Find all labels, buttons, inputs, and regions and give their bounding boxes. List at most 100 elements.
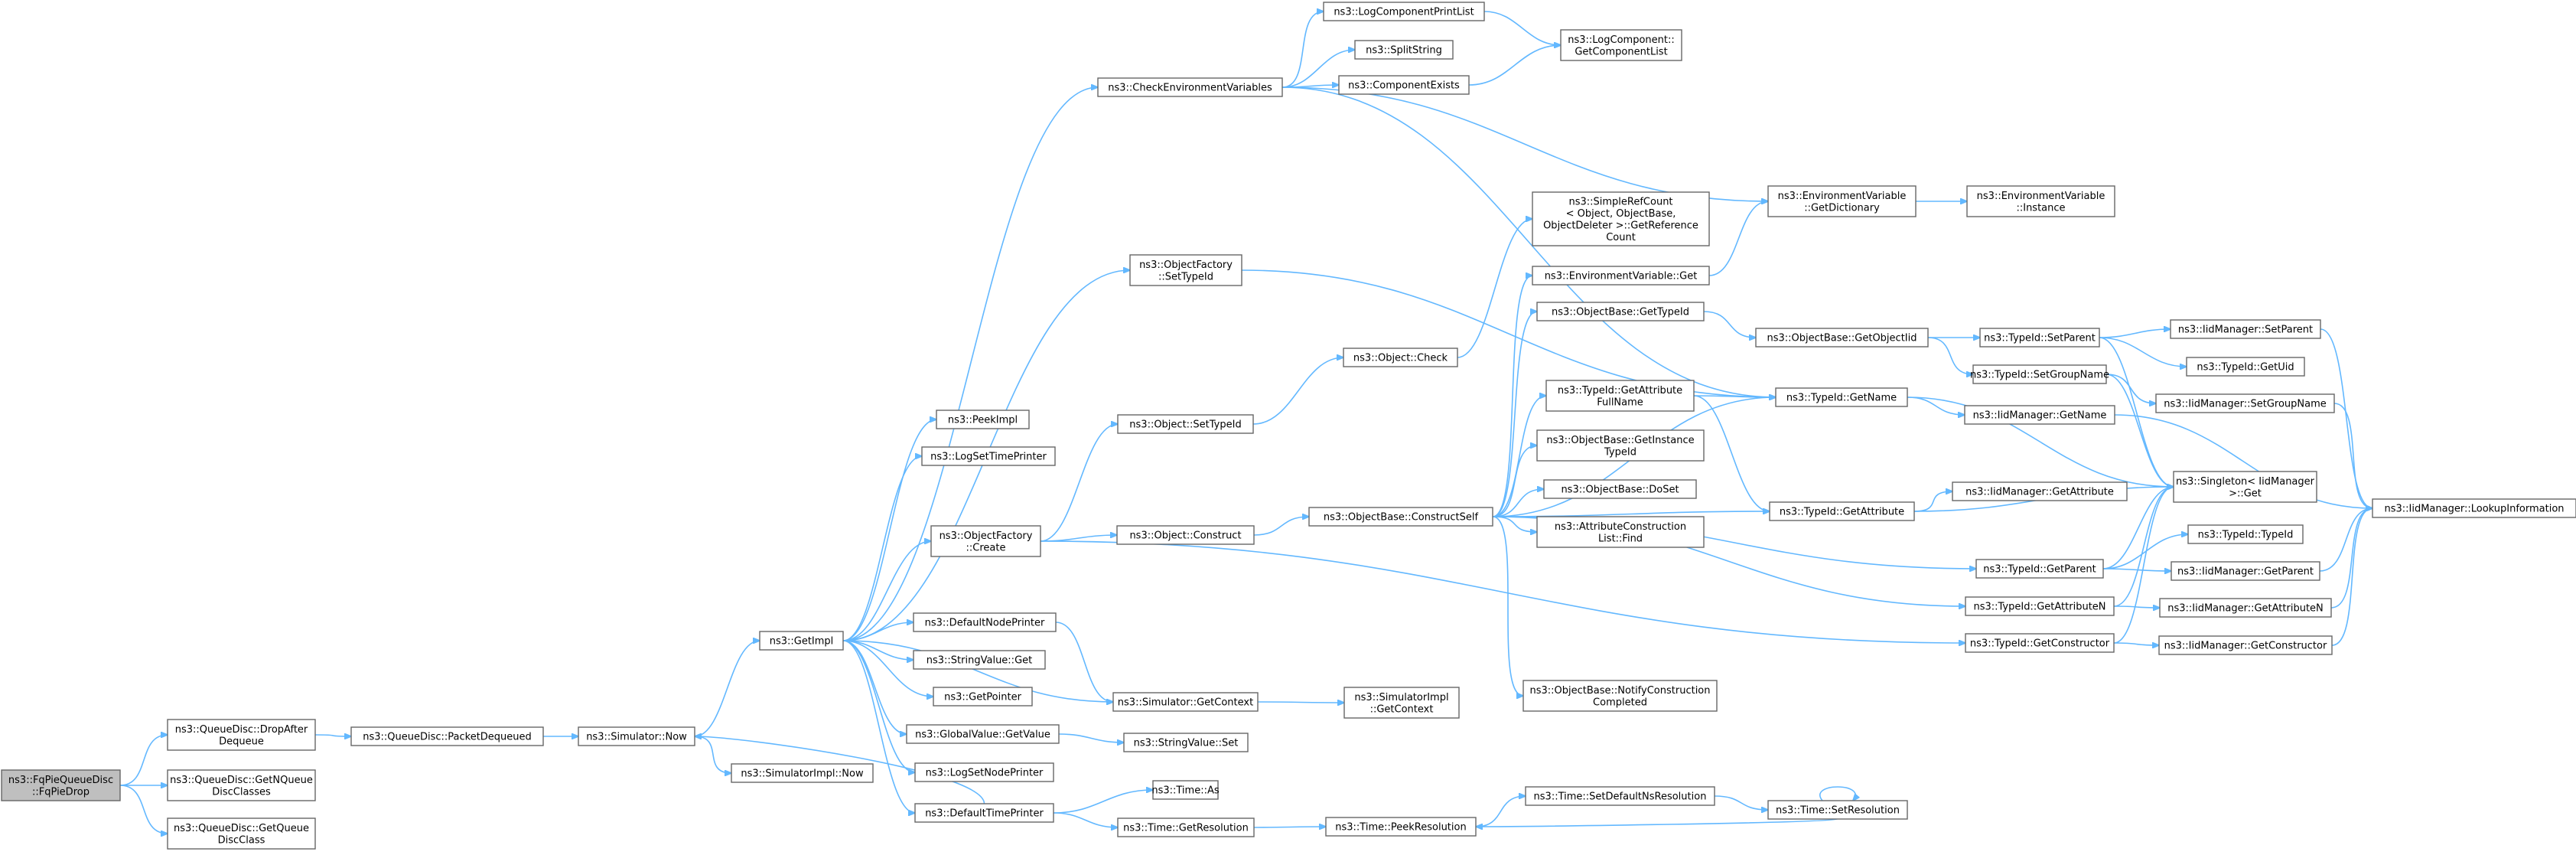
node-type-id-set-parent[interactable]: ns3::TypeId::SetParent <box>1979 328 2100 348</box>
node-string-value-set[interactable]: ns3::StringValue::Set <box>1123 733 1249 752</box>
node-box <box>914 762 1054 782</box>
edge-object_base_construct_self-to-attribute_construction_list_find <box>1492 516 1537 532</box>
node-box <box>578 726 695 746</box>
node-box <box>1112 692 1259 712</box>
node-log-set-time-printer[interactable]: ns3::LogSetTimePrinter <box>921 446 1056 466</box>
node-iid-manager-get-attribute[interactable]: ns3::IidManager::GetAttribute <box>1952 481 2128 501</box>
edge-default_time_printer-to-time_as <box>1053 790 1153 814</box>
node-object-base-get-object-iid[interactable]: ns3::ObjectBase::GetObjectIid <box>1755 328 1929 348</box>
node-default-node-printer[interactable]: ns3::DefaultNodePrinter <box>913 612 1057 632</box>
node-box <box>1536 429 1705 462</box>
node-fqpie-drop[interactable]: ns3::FqPieQueueDisc::FqPieDrop <box>1 769 121 801</box>
edge-object_base_get_object_iid-to-type_id_set_group_name <box>1927 337 1973 374</box>
node-object-construct[interactable]: ns3::Object::Construct <box>1116 525 1255 545</box>
node-global-value-get-value[interactable]: ns3::GlobalValue::GetValue <box>906 724 1060 744</box>
node-box <box>1532 266 1710 286</box>
node-box <box>2173 471 2317 503</box>
node-label: ns3::Object::Check <box>1353 353 1448 364</box>
node-type-id-get-attribute-n[interactable]: ns3::TypeId::GetAttributeN <box>1965 596 2115 616</box>
node-packet-dequeued[interactable]: ns3::QueueDisc::PacketDequeued <box>350 726 544 746</box>
node-label: FullName <box>1597 396 1643 408</box>
edge-type_id_get_attribute_n-to-iid_manager_get_attribute_n <box>2113 606 2160 608</box>
node-check-env-vars[interactable]: ns3::CheckEnvironmentVariables <box>1097 77 1283 97</box>
node-object-base-notify-construction-completed[interactable]: ns3::ObjectBase::NotifyConstructionCompl… <box>1522 680 1718 712</box>
node-iid-manager-get-name[interactable]: ns3::IidManager::GetName <box>1964 405 2115 425</box>
node-time-peek-resolution[interactable]: ns3::Time::PeekResolution <box>1325 817 1477 837</box>
node-string-value-get[interactable]: ns3::StringValue::Get <box>913 650 1046 670</box>
node-label: ns3::IidManager::GetParent <box>2177 566 2314 578</box>
node-label: ns3::SimulatorImpl <box>1354 692 1448 703</box>
node-log-component-print-list[interactable]: ns3::LogComponentPrintList <box>1323 2 1485 21</box>
node-peek-impl[interactable]: ns3::PeekImpl <box>936 410 1030 429</box>
node-get-impl[interactable]: ns3::GetImpl <box>759 631 844 651</box>
node-object-factory-set-type-id[interactable]: ns3::ObjectFactory::SetTypeId <box>1129 254 1242 286</box>
node-object-base-construct-self[interactable]: ns3::ObjectBase::ConstructSelf <box>1308 507 1493 527</box>
node-env-var-get-dictionary[interactable]: ns3::EnvironmentVariable::GetDictionary <box>1767 185 1917 217</box>
node-label: ns3::LogSetTimePrinter <box>930 452 1047 463</box>
edge-object_base_construct_self-to-object_base_get_type_id <box>1492 312 1537 517</box>
node-iid-manager-get-attribute-n[interactable]: ns3::IidManager::GetAttributeN <box>2159 598 2332 618</box>
node-label: ::GetDictionary <box>1804 202 1880 214</box>
edge-iid_manager_get_name-to-iid_manager_lookup_information <box>2114 414 2372 508</box>
node-simulator-get-context[interactable]: ns3::Simulator::GetContext <box>1112 692 1259 712</box>
node-box <box>1966 185 2115 217</box>
node-label: ns3::TypeId::GetUid <box>2197 362 2294 374</box>
node-object-base-get-type-id[interactable]: ns3::ObjectBase::GetTypeId <box>1536 302 1705 321</box>
node-box <box>1767 800 1908 820</box>
node-env-var-instance[interactable]: ns3::EnvironmentVariable::Instance <box>1966 185 2115 217</box>
node-iid-manager-set-group-name[interactable]: ns3::IidManager::SetGroupName <box>2155 393 2335 413</box>
edge-time_peek_resolution-to-time_set_default_ns_resolution <box>1475 796 1526 827</box>
node-object-base-do-set[interactable]: ns3::ObjectBase::DoSet <box>1543 479 1697 499</box>
node-simulator-now[interactable]: ns3::Simulator::Now <box>578 726 695 746</box>
edge-type_id_get_constructor-to-singleton_iid_manager_get <box>2113 487 2174 644</box>
node-iid-manager-lookup-information[interactable]: ns3::IidManager::LookupInformation <box>2372 498 2576 518</box>
node-time-get-resolution[interactable]: ns3::Time::GetResolution <box>1117 817 1255 837</box>
node-type-id-get-uid[interactable]: ns3::TypeId::GetUid <box>2186 357 2305 377</box>
node-simple-ref-count-get-ref[interactable]: ns3::SimpleRefCount< Object, ObjectBase,… <box>1532 191 1710 246</box>
edge-object_factory_create-to-object_set_type_id <box>1040 424 1118 542</box>
node-type-id-get-constructor[interactable]: ns3::TypeId::GetConstructor <box>1965 633 2115 653</box>
node-singleton-iid-manager-get[interactable]: ns3::Singleton< IidManager>::Get <box>2173 471 2317 503</box>
node-get-pointer[interactable]: ns3::GetPointer <box>933 687 1033 707</box>
node-object-factory-create[interactable]: ns3::ObjectFactory::Create <box>930 525 1041 557</box>
node-type-id-get-parent[interactable]: ns3::TypeId::GetParent <box>1975 559 2104 579</box>
node-iid-manager-get-constructor[interactable]: ns3::IidManager::GetConstructor <box>2158 635 2333 655</box>
node-label: GetComponentList <box>1575 46 1667 57</box>
node-time-set-resolution[interactable]: ns3::Time::SetResolution <box>1767 800 1908 820</box>
node-type-id-set-group-name[interactable]: ns3::TypeId::SetGroupName <box>1970 364 2109 384</box>
node-type-id-get-name[interactable]: ns3::TypeId::GetName <box>1775 387 1908 407</box>
node-label: ns3::Object::Construct <box>1129 530 1241 542</box>
node-simulatorimpl-now[interactable]: ns3::SimulatorImpl::Now <box>731 763 874 783</box>
node-component-exists[interactable]: ns3::ComponentExists <box>1338 75 1470 95</box>
node-box <box>731 763 874 783</box>
node-label: ns3::SplitString <box>1366 45 1442 57</box>
node-object-set-type-id[interactable]: ns3::Object::SetTypeId <box>1117 414 1254 434</box>
node-split-string[interactable]: ns3::SplitString <box>1354 40 1454 60</box>
edge-object_factory_set_type_id-to-type_id_get_name <box>1241 269 1776 397</box>
node-default-time-printer[interactable]: ns3::DefaultTimePrinter <box>914 803 1054 823</box>
node-box <box>1965 596 2115 616</box>
edge-get_impl-to-log_set_node_printer <box>842 640 915 772</box>
node-time-as[interactable]: ns3::Time::As <box>1151 780 1220 800</box>
node-log-component-get-list[interactable]: ns3::LogComponent::GetComponentList <box>1560 29 1682 61</box>
edge-time_set_resolution-to-time_peek_resolution <box>1476 818 1838 827</box>
node-iid-manager-set-parent[interactable]: ns3::IidManager::SetParent <box>2170 319 2321 339</box>
node-label: TypeId <box>1604 446 1636 458</box>
node-type-id-get-attribute[interactable]: ns3::TypeId::GetAttribute <box>1769 501 1915 521</box>
node-log-set-node-printer[interactable]: ns3::LogSetNodePrinter <box>914 762 1054 782</box>
node-iid-manager-get-parent[interactable]: ns3::IidManager::GetParent <box>2171 561 2320 581</box>
node-label: ns3::Simulator::Now <box>586 732 687 743</box>
node-object-check[interactable]: ns3::Object::Check <box>1343 348 1458 367</box>
node-env-var-get[interactable]: ns3::EnvironmentVariable::Get <box>1532 266 1710 286</box>
node-type-id-type-id[interactable]: ns3::TypeId::TypeId <box>2187 524 2304 544</box>
node-time-set-default-ns-resolution[interactable]: ns3::Time::SetDefaultNsResolution <box>1525 786 1715 806</box>
node-simulatorimpl-get-context[interactable]: ns3::SimulatorImpl::GetContext <box>1343 687 1460 719</box>
node-label: ns3::Simulator::GetContext <box>1118 697 1253 709</box>
node-box <box>1964 405 2115 425</box>
